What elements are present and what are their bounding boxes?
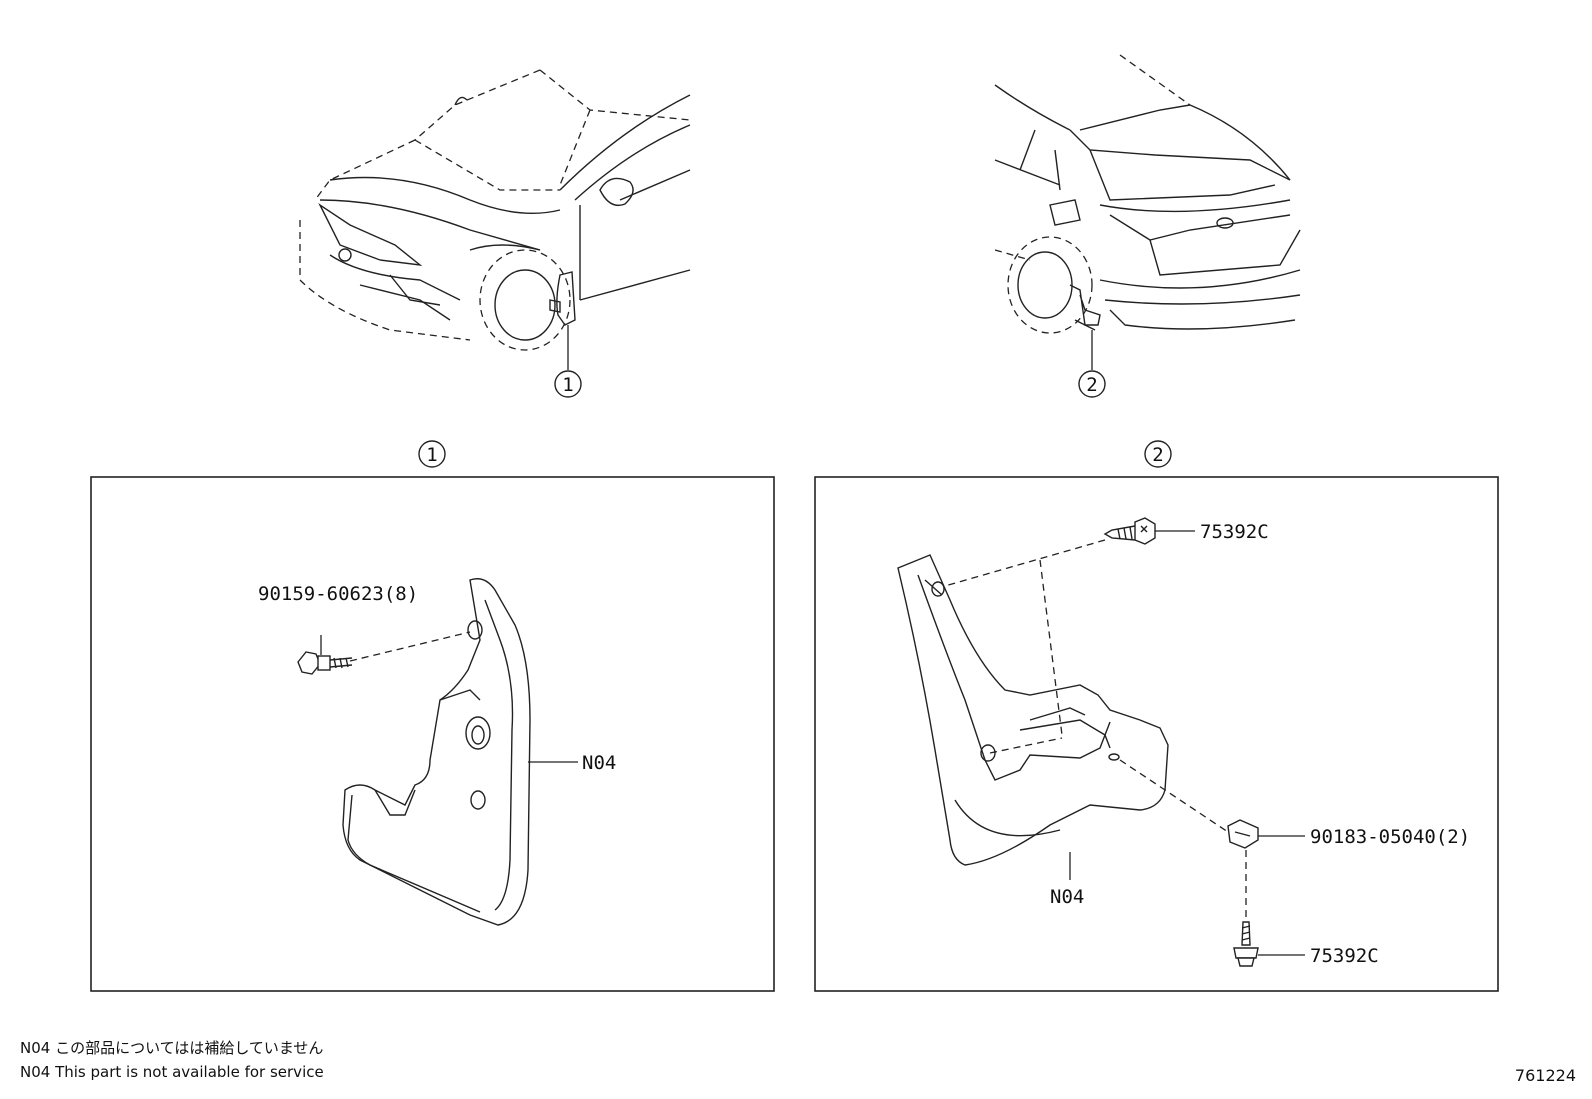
panel-front-callout-label: 1 [426, 444, 437, 466]
panel-rear-callout-label: 2 [1152, 444, 1163, 466]
rear-mudguard-part-label: N04 [1050, 886, 1084, 908]
rear-callout-label: 2 [1086, 374, 1097, 396]
panel-front-callout-circle [418, 440, 446, 468]
front-bolt-part-label: 90159-60623(8) [258, 583, 418, 605]
front-mudguard-illustration [342, 578, 578, 926]
panel-front-frame [90, 476, 775, 992]
rear-bottom-screw-illustration [1233, 921, 1305, 967]
front-callout-label: 1 [562, 374, 573, 396]
front-car-illustration: 1 [299, 69, 691, 398]
rear-mudguard-illustration [897, 554, 1229, 880]
diagram-id: 761224 [1514, 1066, 1576, 1085]
rear-car-illustration: 2 [994, 54, 1301, 398]
rear-top-screw-illustration [944, 517, 1195, 736]
front-mudguard-part-label: N04 [582, 752, 616, 774]
rear-clip-part-label: 90183-05040(2) [1310, 826, 1470, 848]
front-bolt-illustration [297, 631, 471, 675]
rear-clip-nut-illustration [1227, 819, 1305, 920]
rear-bottom-screw-part-label: 75392C [1310, 945, 1379, 967]
panel-rear-frame [814, 476, 1499, 992]
note-english: N04 This part is not available for servi… [20, 1063, 324, 1081]
note-japanese: N04 この部品についてはは補給していません [20, 1039, 324, 1057]
rear-top-screw-part-label: 75392C [1200, 521, 1269, 543]
panel-rear-callout-circle [1144, 440, 1172, 468]
